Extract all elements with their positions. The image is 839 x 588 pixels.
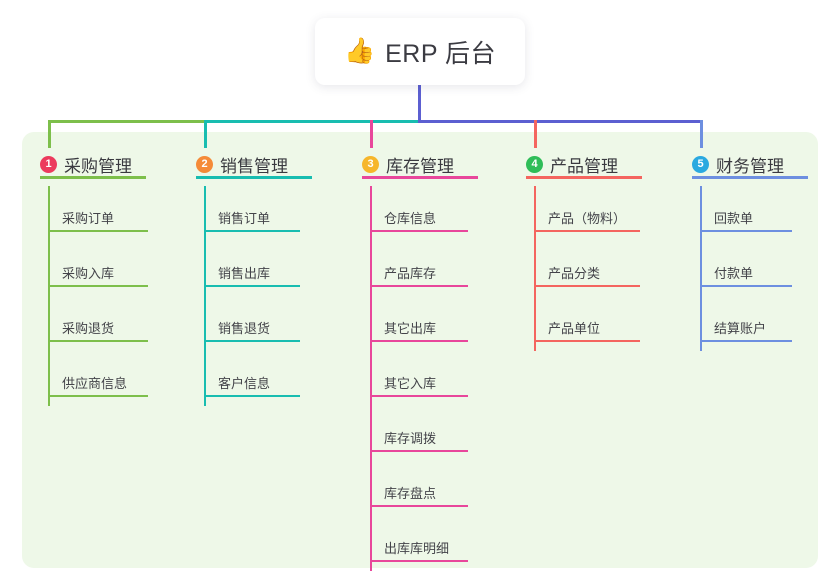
- column-spine-3: [370, 186, 372, 571]
- thumbs-up-icon: 👍: [343, 37, 376, 65]
- column-title-5: 财务管理: [716, 157, 784, 176]
- column-header-5[interactable]: 5 财务管理: [692, 152, 784, 177]
- column-header-2[interactable]: 2 销售管理: [196, 152, 288, 177]
- drop-line-3: [370, 120, 373, 148]
- leaf-rule: [700, 285, 792, 287]
- leaf-rule: [370, 560, 468, 562]
- leaf-label[interactable]: 销售出库: [218, 266, 271, 281]
- leaf-label[interactable]: 付款单: [714, 266, 754, 281]
- column-spine-1: [48, 186, 50, 406]
- leaf-label[interactable]: 库存盘点: [384, 486, 437, 501]
- leaf-label[interactable]: 其它入库: [384, 376, 437, 391]
- leaf-rule: [700, 340, 792, 342]
- leaf-label[interactable]: 出库库明细: [384, 541, 450, 556]
- leaf-label[interactable]: 其它出库: [384, 321, 437, 336]
- column-spine-2: [204, 186, 206, 406]
- column-rule-2: [196, 176, 312, 179]
- leaf-label[interactable]: 产品分类: [548, 266, 601, 281]
- drop-line-1: [48, 120, 51, 148]
- column-badge-4: 4: [526, 156, 543, 173]
- modules-panel: [22, 132, 818, 568]
- bus-segment-3: [418, 120, 703, 123]
- column-rule-5: [692, 176, 808, 179]
- column-header-4[interactable]: 4 产品管理: [526, 152, 618, 177]
- leaf-rule: [48, 285, 148, 287]
- leaf-rule: [204, 285, 300, 287]
- leaf-label[interactable]: 销售订单: [218, 211, 271, 226]
- leaf-rule: [370, 395, 468, 397]
- root-stem: [418, 85, 421, 123]
- column-title-1: 采购管理: [64, 157, 132, 176]
- column-rule-1: [40, 176, 146, 179]
- leaf-rule: [48, 340, 148, 342]
- leaf-label[interactable]: 库存调拨: [384, 431, 437, 446]
- column-badge-3: 3: [362, 156, 379, 173]
- column-spine-4: [534, 186, 536, 351]
- leaf-rule: [204, 340, 300, 342]
- leaf-label[interactable]: 产品单位: [548, 321, 601, 336]
- drop-line-5: [700, 120, 703, 148]
- column-title-4: 产品管理: [550, 157, 618, 176]
- leaf-rule: [370, 505, 468, 507]
- leaf-label[interactable]: 仓库信息: [384, 211, 437, 226]
- leaf-label[interactable]: 供应商信息: [62, 376, 128, 391]
- root-node[interactable]: 👍 ERP 后台: [315, 18, 525, 85]
- leaf-rule: [370, 285, 468, 287]
- drop-line-2: [204, 120, 207, 148]
- leaf-rule: [48, 395, 148, 397]
- column-title-2: 销售管理: [220, 157, 288, 176]
- column-rule-3: [362, 176, 478, 179]
- leaf-label[interactable]: 销售退货: [218, 321, 271, 336]
- leaf-rule: [534, 230, 640, 232]
- leaf-label[interactable]: 客户信息: [218, 376, 271, 391]
- bus-segment-1: [48, 120, 207, 123]
- leaf-rule: [370, 450, 468, 452]
- column-header-1[interactable]: 1 采购管理: [40, 152, 132, 177]
- column-rule-4: [526, 176, 642, 179]
- leaf-label[interactable]: 产品库存: [384, 266, 437, 281]
- drop-line-4: [534, 120, 537, 148]
- leaf-rule: [370, 230, 468, 232]
- leaf-rule: [700, 230, 792, 232]
- leaf-label[interactable]: 产品（物料）: [548, 211, 627, 226]
- column-badge-5: 5: [692, 156, 709, 173]
- leaf-label[interactable]: 回款单: [714, 211, 754, 226]
- column-badge-2: 2: [196, 156, 213, 173]
- column-header-3[interactable]: 3 库存管理: [362, 152, 454, 177]
- leaf-rule: [534, 285, 640, 287]
- leaf-rule: [204, 230, 300, 232]
- column-title-3: 库存管理: [386, 157, 454, 176]
- leaf-rule: [204, 395, 300, 397]
- leaf-label[interactable]: 采购订单: [62, 211, 115, 226]
- column-badge-1: 1: [40, 156, 57, 173]
- leaf-rule: [48, 230, 148, 232]
- root-title: ERP 后台: [385, 39, 497, 68]
- bus-segment-2: [204, 120, 421, 123]
- leaf-rule: [534, 340, 640, 342]
- leaf-rule: [370, 340, 468, 342]
- leaf-label[interactable]: 结算账户: [714, 321, 767, 336]
- leaf-label[interactable]: 采购入库: [62, 266, 115, 281]
- leaf-label[interactable]: 采购退货: [62, 321, 115, 336]
- column-spine-5: [700, 186, 702, 351]
